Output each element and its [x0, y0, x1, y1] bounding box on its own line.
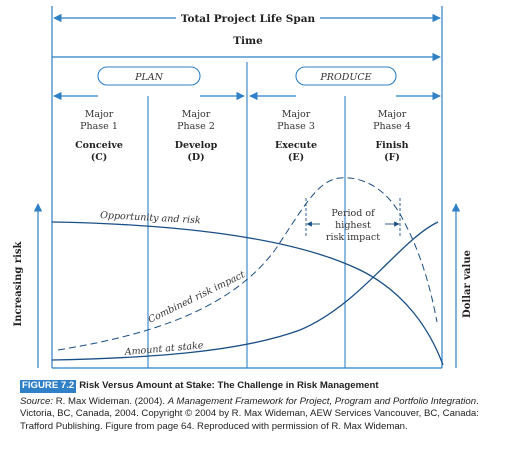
phase-2-name-line2: Phase 2 [177, 121, 215, 132]
figure-title: Risk Versus Amount at Stake: The Challen… [79, 380, 379, 391]
produce-stage-label: PRODUCE [319, 72, 371, 83]
time-label: Time [233, 35, 263, 47]
phase-1-name-line2: Phase 1 [80, 121, 118, 132]
plan-stage-label: PLAN [134, 72, 164, 83]
opportunity-risk-label: Opportunity and risk [100, 210, 201, 226]
plan-stage-box [97, 66, 201, 86]
phase-1: Major Phase 1 Conceive (C) [75, 109, 123, 163]
phase-1-name-line1: Major [85, 109, 114, 120]
phase-3: Major Phase 3 Execute (E) [275, 109, 317, 163]
life-span-label: Total Project Life Span [181, 13, 316, 25]
phase-4-activity: Finish [375, 140, 408, 151]
combined-risk-impact-label: Combined risk impact [146, 269, 246, 325]
phase-3-code: (E) [288, 152, 304, 163]
source-author: R. Max Wideman. (2004). [53, 395, 168, 407]
opportunity-risk-curve [51, 221, 444, 366]
phase-1-activity: Conceive [75, 140, 123, 151]
highest-risk-label-line2: highest [335, 220, 371, 231]
source-details: . Victoria, BC, Canada, 2004. Copyright … [20, 395, 479, 432]
phase-3-activity: Execute [275, 140, 317, 151]
phase-1-code: (C) [91, 152, 108, 163]
source-book-title: A Management Framework for Project, Prog… [167, 395, 477, 407]
phase-4: Major Phase 4 Finish (F) [373, 109, 411, 163]
highest-risk-label-line1: Period of [331, 208, 376, 219]
amount-at-stake-curve [51, 221, 439, 361]
caption-source: Source: R. Max Wideman. (2004). A Manage… [20, 396, 498, 434]
highest-risk-label-line3: risk impact [326, 232, 380, 243]
figure-label: FIGURE 7.2 [20, 380, 77, 393]
phase-4-name-line2: Phase 4 [373, 121, 411, 132]
phase-2-code: (D) [187, 152, 204, 163]
phase-2-name-line1: Major [182, 109, 211, 120]
dollar-value-label: Dollar value [462, 250, 473, 318]
source-prefix: Source: [20, 395, 54, 407]
phase-3-name-line1: Major [282, 109, 311, 120]
phase-3-name-line2: Phase 3 [277, 121, 315, 132]
increasing-risk-label: Increasing risk [13, 240, 24, 326]
combined-risk-impact-curve [57, 177, 438, 351]
produce-stage-box [295, 66, 397, 86]
phase-2: Major Phase 2 Develop (D) [175, 109, 218, 163]
phase-4-name-line1: Major [378, 109, 407, 120]
phase-4-code: (F) [384, 152, 400, 163]
phase-2-activity: Develop [175, 140, 218, 151]
risk-diagram: Total Project Life Span Time PLAN PRODUC… [13, 6, 473, 369]
